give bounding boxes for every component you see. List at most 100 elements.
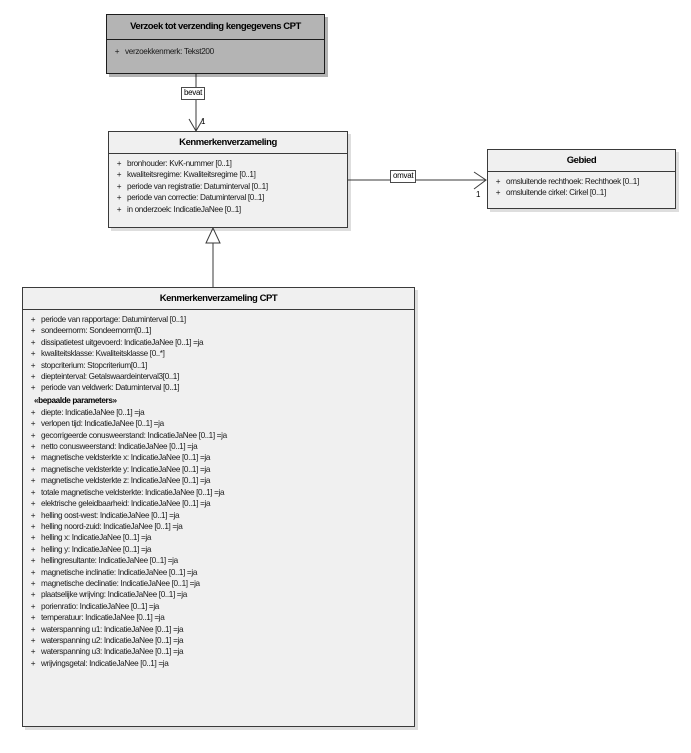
attribute-signature: helling x: IndicatieJaNee [0..1] =ja — [41, 533, 152, 543]
attribute-visibility: + — [30, 487, 36, 497]
attribute-signature: omsluitende cirkel: Cirkel [0..1] — [506, 188, 606, 198]
attribute-visibility: + — [30, 544, 36, 554]
attribute-row: + waterspanning u2: IndicatieJaNee [0..1]… — [25, 635, 412, 646]
class-box-verzoek-tot-verzending-kengegevens-cpt[interactable]: Verzoek tot verzending kengegevens CPT +… — [106, 14, 325, 74]
attribute-signature: plaatselijke wrijving: IndicatieJaNee [0… — [41, 590, 187, 600]
attribute-row: +sondeernorm: Sondeernorm[0..1] — [25, 325, 412, 336]
class-attributes-kenmerkenverzameling: + bronhouder: KvK-nummer [0..1] + kwalit… — [109, 154, 347, 220]
attribute-visibility: + — [30, 613, 36, 623]
attribute-row: +magnetische veldsterkte x: IndicatieJaN… — [25, 452, 412, 463]
class-box-kenmerkenverzameling-cpt[interactable]: Kenmerkenverzameling CPT +periode van ra… — [22, 287, 415, 727]
attribute-row: + temperatuur: IndicatieJaNee [0..1] =ja — [25, 612, 412, 623]
attribute-row: + magnetische veldsterkte z: IndicatieJaN… — [25, 475, 412, 486]
attribute-visibility: + — [30, 624, 36, 634]
attribute-visibility: + — [30, 326, 36, 336]
attribute-signature: verlopen tijd: IndicatieJaNee [0..1] =ja — [41, 419, 164, 429]
attribute-signature: stopcriterium: Stopcriterium[0..1] — [41, 360, 147, 370]
attribute-visibility: + — [30, 635, 36, 645]
attribute-row: + netto conusweerstand: IndicatieJaNee [0… — [25, 441, 412, 452]
attribute-visibility: + — [116, 204, 122, 214]
attribute-signature: temperatuur: IndicatieJaNee [0..1] =ja — [41, 613, 165, 623]
attribute-row: + kwaliteitsklasse: Kwaliteitsklasse [0..… — [25, 348, 412, 359]
attribute-visibility: + — [30, 349, 36, 359]
attribute-signature: kwaliteitsregime: Kwaliteitsregime [0..1… — [127, 170, 256, 180]
attribute-row: + omsluitende rechthoek: Rechthoek [0..1… — [490, 176, 673, 187]
attribute-visibility: + — [30, 476, 36, 486]
attribute-visibility: + — [30, 430, 36, 440]
attribute-visibility: + — [30, 533, 36, 543]
attribute-row: + totale magnetische veldsterkte: Indicat… — [25, 487, 412, 498]
attribute-signature: bronhouder: KvK-nummer [0..1] — [127, 159, 232, 168]
class-attributes-verzoek: + verzoekkenmerk: Tekst200 — [107, 40, 324, 67]
attribute-row: + omsluitende cirkel: Cirkel [0..1] — [490, 187, 673, 198]
attribute-visibility: + — [116, 170, 122, 180]
attribute-visibility: + — [30, 419, 36, 429]
attribute-visibility: + — [495, 177, 501, 186]
attribute-signature: helling y: IndicatieJaNee [0..1] =ja — [41, 544, 152, 554]
attribute-signature: waterspanning u2: IndicatieJaNee [0..1] … — [41, 635, 184, 645]
attribute-row: + periode van registratie: Datuminterval… — [111, 181, 345, 192]
attribute-signature: kwaliteitsklasse: Kwaliteitsklasse [0..*… — [41, 349, 165, 359]
attribute-row: + kwaliteitsregime: Kwaliteitsregime [0.… — [111, 169, 345, 180]
attribute-visibility: + — [30, 510, 36, 520]
attribute-signature: helling noord-zuid: IndicatieJaNee [0..1… — [41, 521, 183, 531]
attribute-visibility: + — [114, 47, 120, 56]
attribute-signature: magnetische declinatie: IndicatieJaNee [… — [41, 578, 200, 588]
attribute-signature: magnetische veldsterkte z: IndicatieJaNe… — [41, 476, 211, 486]
attribute-signature: magnetische inclinatie: IndicatieJaNee [… — [41, 567, 198, 577]
attribute-signature: diepteinterval: Getalswaardeinterval3[0.… — [41, 372, 179, 382]
attribute-visibility: + — [30, 590, 36, 600]
attribute-row: + helling oost-west: IndicatieJaNee [0..1… — [25, 510, 412, 521]
attribute-row: +magnetische veldsterkte y: IndicatieJaN… — [25, 464, 412, 475]
attribute-row: + verlopen tijd: IndicatieJaNee [0..1] =j… — [25, 418, 412, 429]
attribute-row: + helling x: IndicatieJaNee [0..1] =ja — [25, 532, 412, 543]
attribute-signature: magnetische veldsterkte y: IndicatieJaNe… — [41, 464, 211, 474]
attribute-signature: diepte: IndicatieJaNee [0..1] =ja — [41, 407, 145, 417]
attribute-signature: netto conusweerstand: IndicatieJaNee [0.… — [41, 442, 198, 452]
attribute-row: + helling noord-zuid: IndicatieJaNee [0..… — [25, 521, 412, 532]
attribute-signature: verzoekkenmerk: Tekst200 — [125, 47, 214, 56]
attribute-signature: periode van rapportage: Datuminterval [0… — [41, 315, 186, 324]
attribute-row: +periode van veldwerk: Datuminterval [0.… — [25, 382, 412, 393]
attribute-row: +hellingresultante: IndicatieJaNee [0..1… — [25, 555, 412, 566]
attribute-visibility: + — [30, 407, 36, 417]
class-attributes-kenmerkenverzameling-cpt: + periode van rapportage: Datuminterval [… — [23, 310, 414, 674]
attribute-signature: dissipatietest uitgevoerd: IndicatieJaNe… — [41, 337, 204, 347]
attribute-signature: magnetische veldsterkte x: IndicatieJaNe… — [41, 453, 211, 463]
attribute-visibility: + — [30, 601, 36, 611]
attribute-signature: omsluitende rechthoek: Rechthoek [0..1] — [506, 177, 639, 186]
attribute-visibility: + — [30, 360, 36, 370]
attribute-visibility: + — [30, 499, 36, 509]
attribute-signature: hellingresultante: IndicatieJaNee [0..1]… — [41, 556, 178, 566]
attribute-signature: in onderzoek: IndicatieJaNee [0..1] — [127, 204, 241, 214]
attribute-visibility: + — [30, 658, 36, 668]
attribute-visibility: + — [30, 442, 36, 452]
attribute-row: + plaatselijke wrijving: IndicatieJaNee [… — [25, 589, 412, 600]
relation-multiplicity-bevat: 1 — [201, 117, 206, 126]
attribute-group-stereotype: «bepaalde parameters» — [34, 395, 117, 405]
attribute-visibility: + — [30, 521, 36, 531]
relation-multiplicity-omvat: 1 — [476, 190, 481, 199]
attribute-row: +porienratio: IndicatieJaNee [0..1] =ja — [25, 601, 412, 612]
attribute-visibility: + — [30, 647, 36, 657]
attribute-signature: helling oost-west: IndicatieJaNee [0..1]… — [41, 510, 180, 520]
attribute-row: + in onderzoek: IndicatieJaNee [0..1] — [111, 204, 345, 215]
attribute-signature: totale magnetische veldsterkte: Indicati… — [41, 487, 225, 497]
attribute-signature: waterspanning u3: IndicatieJaNee [0..1] … — [41, 647, 184, 657]
attribute-visibility: + — [116, 181, 122, 191]
attribute-visibility: + — [30, 337, 36, 347]
attribute-signature: waterspanning u1: IndicatieJaNee [0..1] … — [41, 624, 184, 634]
attribute-row: + periode van correctie: Datuminterval [… — [111, 192, 345, 203]
class-box-kenmerkenverzameling[interactable]: Kenmerkenverzameling + bronhouder: KvK-n… — [108, 131, 348, 228]
attribute-visibility: + — [30, 372, 36, 382]
attribute-row: +elektrische geleidbaarheid: IndicatieJa… — [25, 498, 412, 509]
attribute-signature: periode van veldwerk: Datuminterval [0..… — [41, 383, 180, 393]
attribute-visibility: + — [495, 188, 501, 198]
class-box-gebied[interactable]: Gebied + omsluitende rechthoek: Rechthoe… — [487, 149, 676, 209]
class-title-gebied: Gebied — [488, 150, 675, 172]
attribute-row: +gecorrigeerde conusweerstand: Indicatie… — [25, 430, 412, 441]
relation-label-omvat: omvat — [390, 170, 417, 183]
attribute-signature: wrijvingsgetal: IndicatieJaNee [0..1] =j… — [41, 658, 169, 668]
